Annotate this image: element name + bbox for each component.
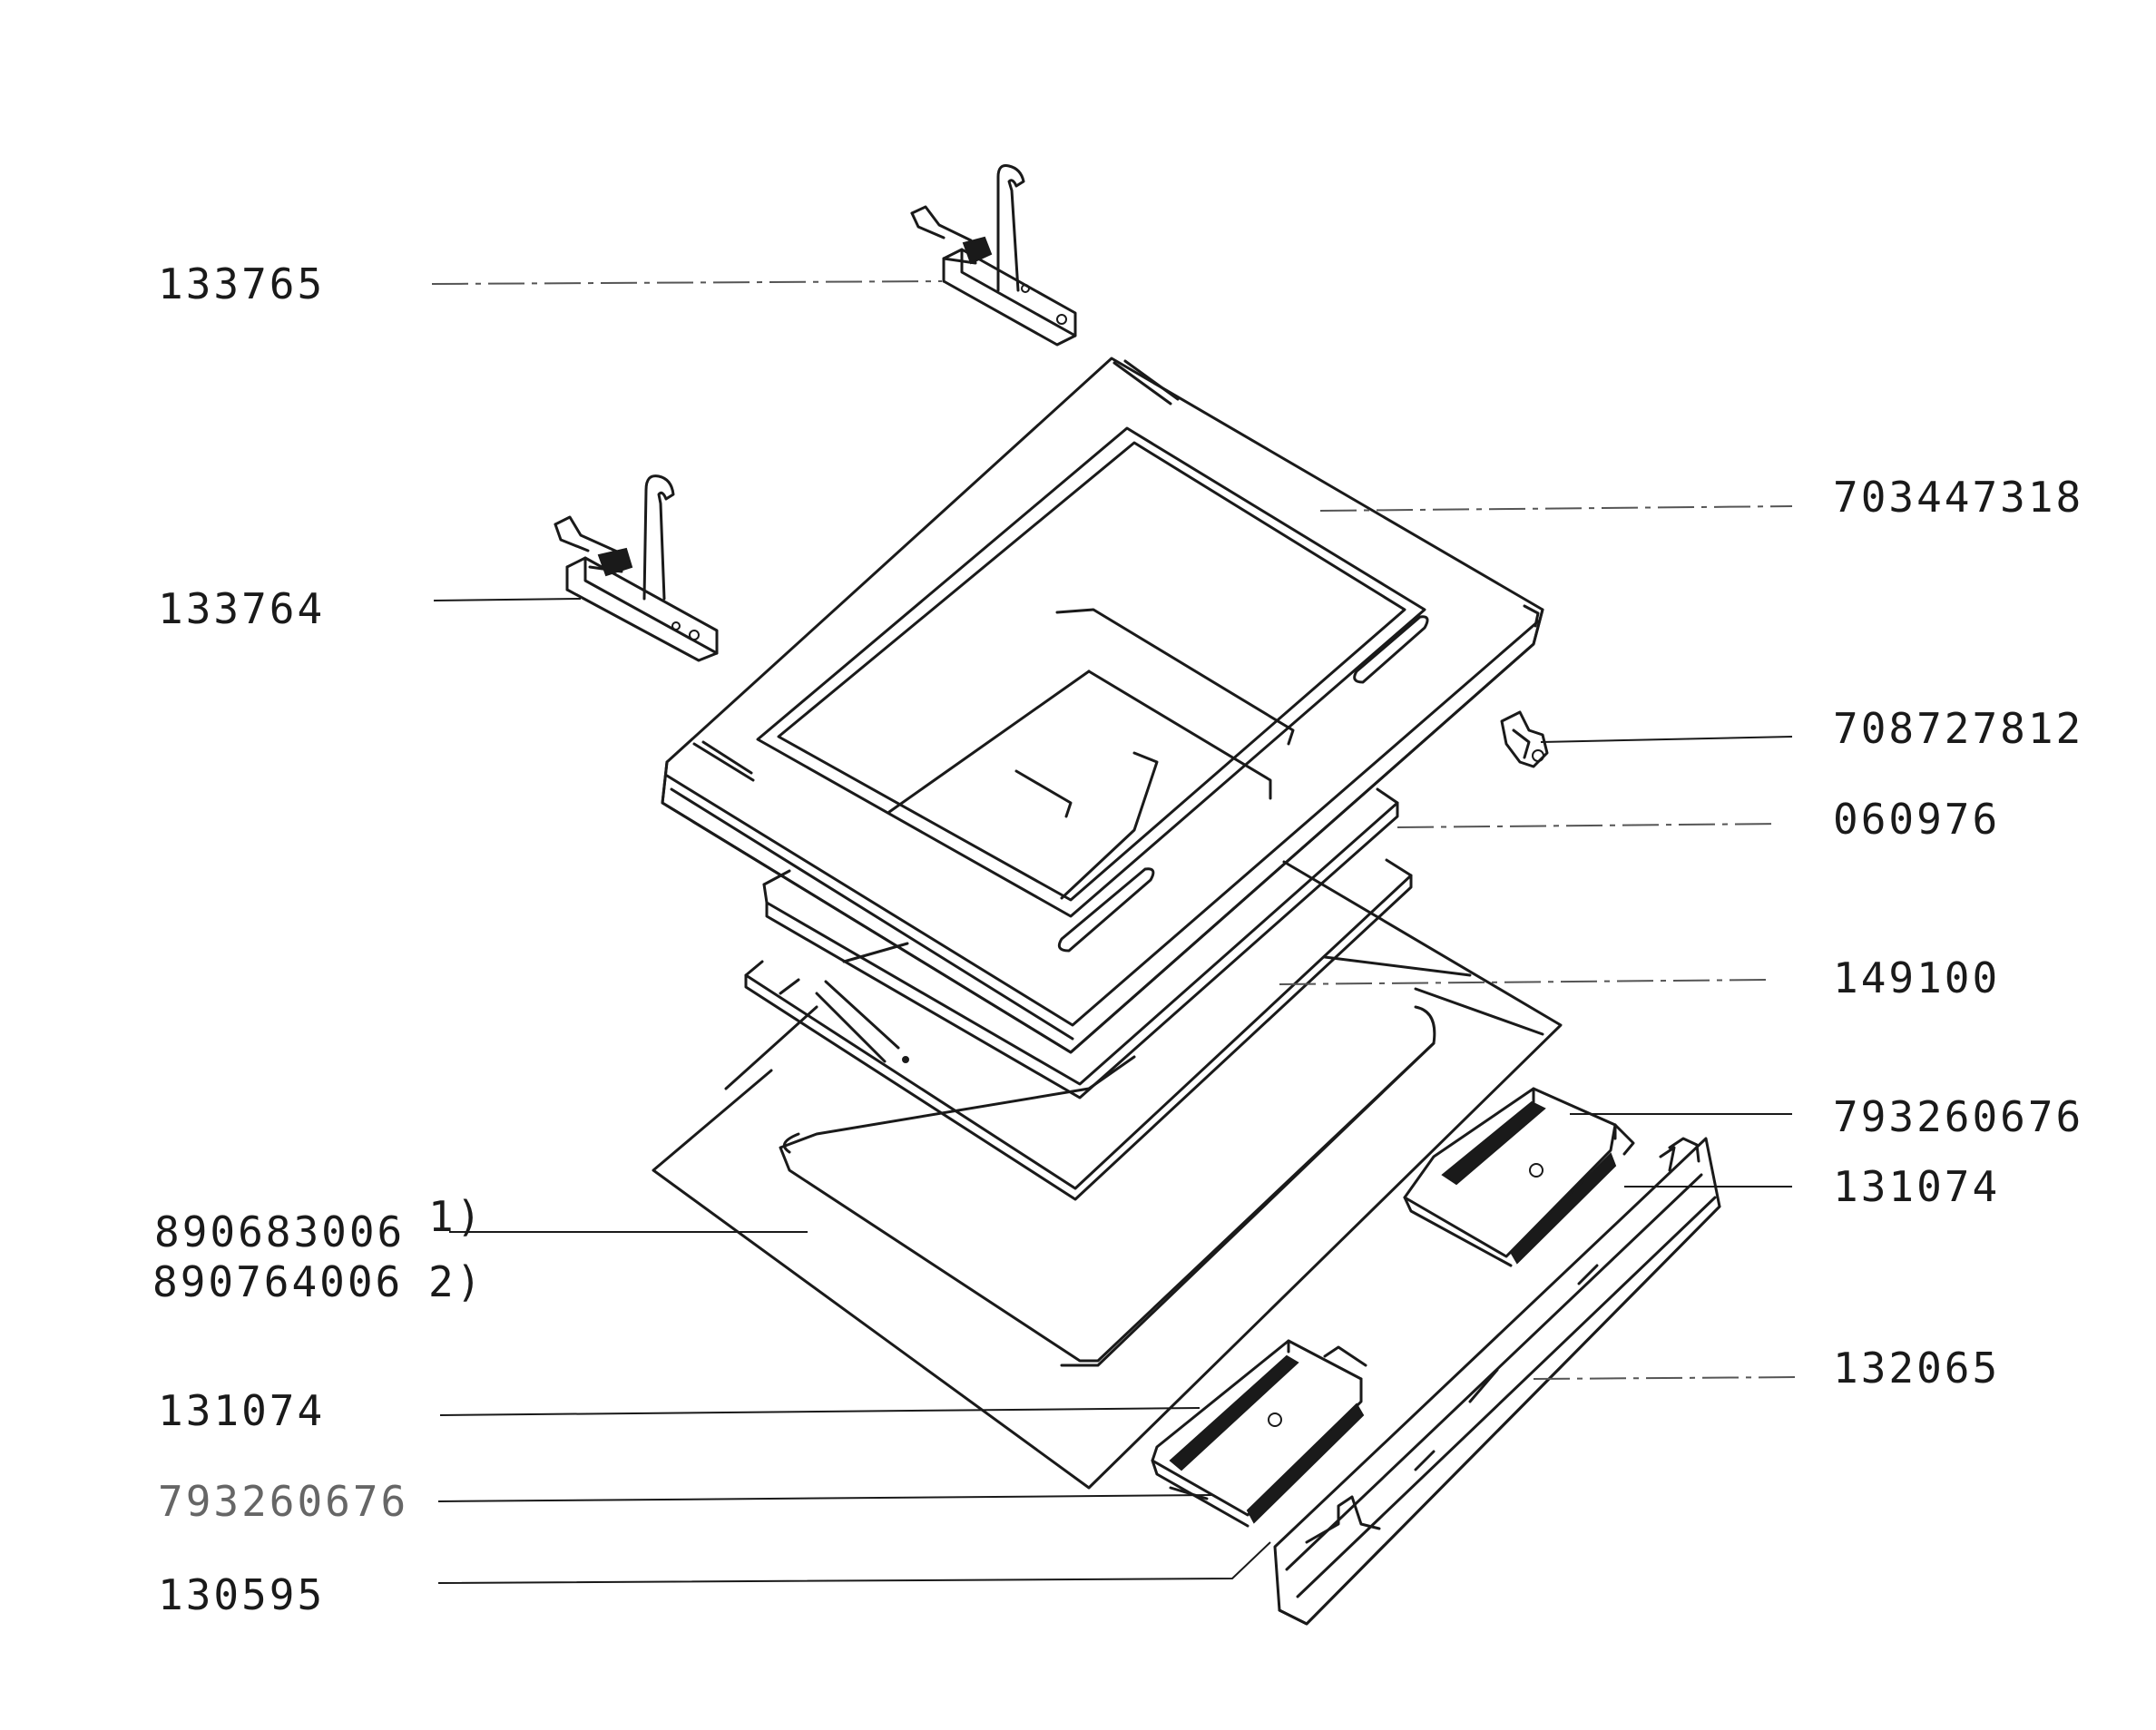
part-number-793260676-right: 793260676 [1833, 1092, 2084, 1141]
part-number-708727812: 708727812 [1833, 704, 2084, 753]
bracket-right [1403, 1087, 1635, 1267]
glass-panels [724, 787, 1413, 1201]
clip-part [1500, 710, 1549, 768]
part-number-149100: 149100 [1833, 953, 2001, 1002]
part-number-703447318: 703447318 [1833, 473, 2084, 522]
footnote-2: 2) [428, 1257, 485, 1306]
leader-lines [431, 280, 1802, 1584]
part-number-793260676-left: 793260676 [158, 1477, 409, 1526]
part-number-133765: 133765 [158, 259, 326, 308]
part-number-133764: 133764 [158, 584, 326, 633]
bracket-left [1151, 1339, 1367, 1528]
part-number-890683006: 890683006 [154, 1207, 406, 1256]
inner-glass [652, 860, 1563, 1490]
handle-bar [1273, 1137, 1721, 1626]
footnote-1: 1) [428, 1192, 485, 1241]
part-number-130595: 130595 [158, 1570, 326, 1619]
hinge-top [910, 164, 1077, 347]
part-number-131074-left: 131074 [158, 1386, 326, 1435]
part-number-890764006: 890764006 [152, 1257, 404, 1306]
hinge-left [554, 474, 719, 662]
part-number-132065: 132065 [1833, 1344, 2001, 1393]
part-number-060976: 060976 [1833, 795, 2001, 844]
part-number-131074-right: 131074 [1833, 1162, 2001, 1211]
door-frame [661, 357, 1544, 1054]
